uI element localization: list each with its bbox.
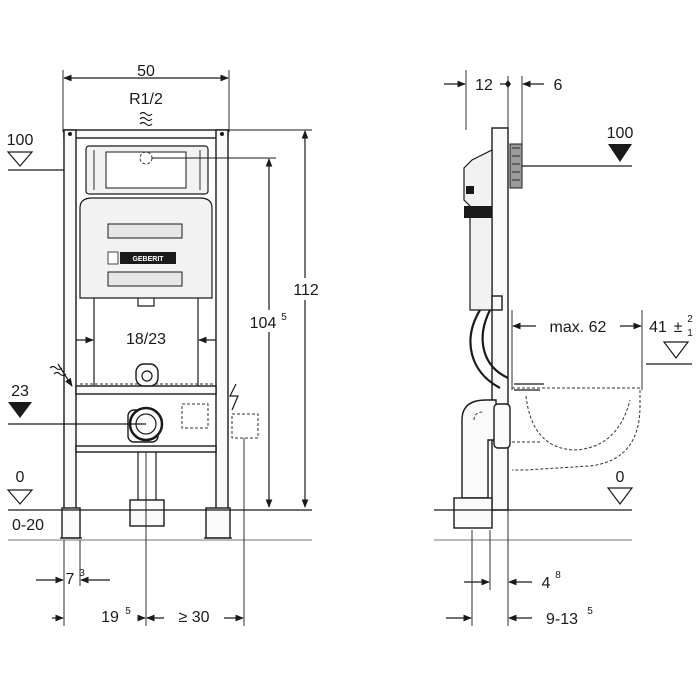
height-inner-label: 104 [250,315,277,332]
width-label: 50 [137,63,155,80]
drain-offset-sup: 5 [125,606,131,617]
max-depth-dimension: max. 62 [511,310,643,390]
level-triangle-icon [606,487,634,505]
bowl-height-label: 41 [649,319,667,336]
max-depth-label: max. 62 [550,319,607,336]
floor-range-label: 0-20 [12,517,44,534]
water-wave-icon [49,363,73,387]
bolt-spacing-dimension: 18/23 [76,326,216,354]
level-mid-label: 23 [11,383,29,400]
level-floor-label: 0 [16,469,25,486]
side-bottom-dimensions: 4 8 9-13 5 [446,510,593,628]
cistern: GEBERIT [79,197,213,299]
drain-connector [135,363,159,387]
bowl-tol-plus: 2 [687,314,693,325]
bottom-small-sup: 8 [555,570,561,581]
logo-text: GEBERIT [132,256,164,263]
drain-offset-label: 19 [101,609,119,626]
bolt-spacing-label: 18/23 [126,331,166,348]
wall-hung-bowl [512,387,641,471]
height-inner-dimension: 104 5 [152,157,292,508]
bowl-height-dimension: 41 ± 2 1 [646,314,693,365]
lightning-icon [229,383,239,411]
min-side-label: ≥ 30 [178,609,209,626]
bottom-range-sup: 5 [587,606,593,617]
electrical-box [181,403,209,429]
frame-outline [60,129,232,539]
top-right-label: 6 [554,77,563,94]
top-left-label: 12 [475,77,493,94]
side-level-top-label: 100 [607,125,634,142]
bottom-dimensions: 7 3 19 5 ≥ 30 [36,438,245,626]
drain-elbow [127,406,165,527]
width-dimension: 50 R1/2 [62,63,230,132]
level-triangle-icon [6,489,34,505]
side-view: 12 6 [434,70,693,628]
level-0: 0 0-20 [6,469,312,541]
level-100: 100 [6,132,64,171]
height-total-dimension: 112 [228,129,326,508]
bottom-small-label: 4 [542,575,551,592]
level-top-label: 100 [7,132,34,149]
bowl-tol-sign: ± [674,319,683,336]
level-23: 23 [8,383,146,425]
height-total-label: 112 [293,282,319,299]
height-inner-sup: 5 [281,312,287,323]
level-triangle-icon [608,144,632,162]
top-depth-dimensions: 12 6 [444,70,563,150]
thread-label: R1/2 [129,91,163,108]
side-level-floor-label: 0 [616,469,625,486]
water-wave-icon [139,111,153,127]
side-level-100: 100 [522,125,634,167]
geberit-logo [120,252,176,264]
side-frame [453,127,544,529]
flush-plate-opening [85,145,209,195]
side-level-0: 0 [434,469,634,541]
bottom-range-label: 9-13 [546,611,578,628]
level-triangle-icon [662,341,690,359]
foot-offset-sup: 3 [79,568,85,579]
front-view: 50 R1/2 [7,63,326,626]
level-triangle-icon [8,402,32,418]
foot-offset-label: 7 [66,571,75,588]
level-triangle-icon [6,151,34,167]
bowl-tol-minus: 1 [687,328,693,339]
electrical-box [231,413,259,439]
